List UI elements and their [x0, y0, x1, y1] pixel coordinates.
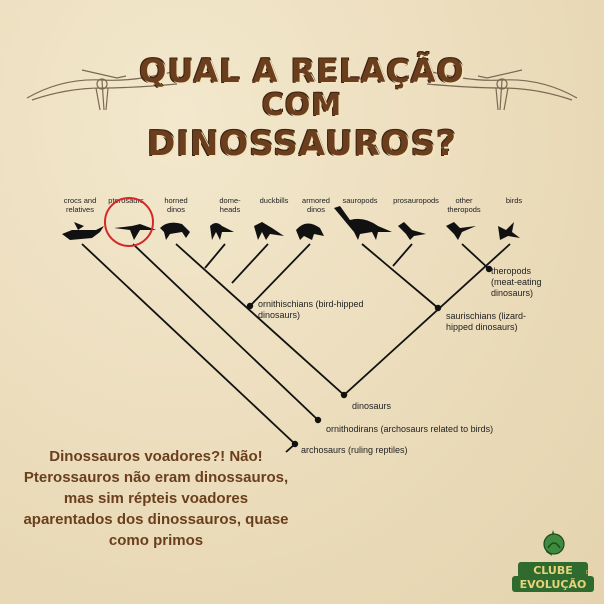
title-line-3: DINOSSAUROS?: [147, 124, 457, 164]
branch-other-theropods: [461, 243, 490, 270]
branch-duckbills: [231, 243, 269, 284]
horned-dino-silhouette-icon: [160, 222, 190, 240]
branch-pterosaurs: [132, 243, 319, 421]
node-archosaurs: [291, 440, 299, 448]
branch-birds: [343, 243, 511, 396]
node-label-theropods: theropods (meat-eating dinosaurs): [491, 266, 542, 298]
clube-da-evolucao-logo: CLUBE DA EVOLUÇÃO: [512, 530, 594, 592]
taxon-label-crocs: crocs and relatives: [63, 196, 97, 214]
logo-line1: CLUBE: [533, 564, 573, 577]
node-dinosaurs: [340, 391, 348, 399]
node-label-archosaurs: archosaurs (ruling reptiles): [301, 445, 408, 455]
logo-small: DA: [586, 570, 594, 576]
taxon-label-duckbills: duckbills: [259, 196, 289, 205]
branch-crocs: [81, 243, 296, 445]
branch-sauropods: [361, 243, 439, 309]
theropod-silhouette-icon: [446, 222, 476, 240]
taxon-label-prosauropods: prosauropods: [393, 196, 439, 205]
duckbill-silhouette-icon: [254, 222, 284, 240]
caption-text: Dinossauros voadores?! Não! Pterossauros…: [23, 448, 289, 549]
pterosaur-skeleton-left-icon: [26, 69, 178, 111]
domehead-silhouette-icon: [210, 223, 234, 240]
logo-line2: EVOLUÇÃO: [520, 578, 587, 591]
bird-silhouette-icon: [498, 222, 520, 240]
node-label-dinosaurs: dinosaurs: [352, 401, 392, 411]
node-label-saurischians: saurischians (lizard- hipped dinosaurs): [446, 311, 527, 332]
armored-dino-silhouette-icon: [296, 223, 324, 240]
pterosaur-skeleton-right-icon: [426, 69, 578, 111]
taxon-label-horned: horned dinos: [164, 196, 188, 214]
branch-domeheads: [204, 243, 226, 269]
branch-ornithischian-stem: [175, 243, 345, 396]
node-saurischians: [434, 304, 442, 312]
taxon-label-domeheads: dome- heads: [219, 196, 241, 214]
taxon-label-other-theropods: other theropods: [447, 196, 481, 214]
node-theropods: [485, 265, 493, 273]
taxon-label-armored: armored dinos: [302, 196, 330, 214]
node-label-ornithischians: ornithischians (bird-hipped dinosaurs): [258, 299, 364, 320]
prosauropod-silhouette-icon: [398, 222, 426, 240]
croc-silhouette-icon: [62, 222, 104, 240]
node-ornithischians: [246, 302, 254, 310]
taxon-label-birds: birds: [505, 196, 523, 205]
branch-armored: [249, 243, 311, 307]
pterosaur-highlight-circle: [104, 197, 154, 247]
sauropod-silhouette-icon: [334, 206, 392, 240]
pterosaur-silhouette-icon: [114, 224, 156, 240]
taxon-label-pterosaurs: pterosaurs: [108, 196, 144, 205]
taxon-label-sauropods: sauropods: [342, 196, 378, 205]
branch-prosauropods: [392, 243, 413, 267]
title-line-1: QUAL A RELAÇÃO: [139, 52, 465, 90]
node-label-ornithodirans: ornithodirans (archosaurs related to bir…: [326, 424, 494, 434]
title-line-2: COM: [261, 88, 343, 123]
node-ornithodirans: [314, 416, 322, 424]
